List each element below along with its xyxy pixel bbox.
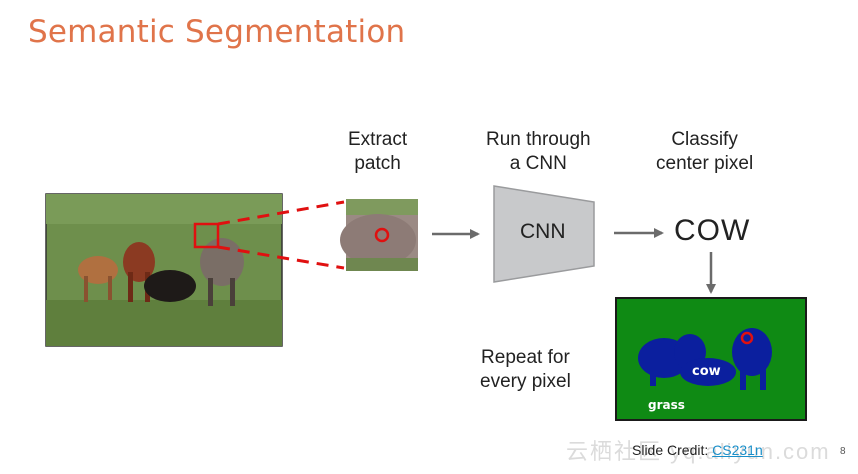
slide-title: Semantic Segmentation: [28, 14, 406, 50]
input-photo: [45, 193, 283, 347]
classify-label: Classify center pixel: [656, 129, 754, 174]
seg-grass-label: grass: [648, 398, 685, 412]
cnn-block: [493, 185, 595, 283]
center-pixel-marker: [374, 227, 390, 243]
repeat-label: Repeat for every pixel: [480, 347, 571, 392]
run-cnn-label: Run through a CNN: [486, 129, 591, 174]
credit-link[interactable]: CS231n: [712, 442, 763, 458]
cow-region: [680, 358, 736, 386]
cow-shape: [200, 238, 244, 286]
extracted-patch: [340, 199, 418, 271]
segmentation-pixel-marker: [740, 331, 754, 345]
class-output-label: COW: [674, 214, 751, 247]
extract-patch-label: Extract patch: [348, 129, 408, 174]
seg-cow-label: cow: [692, 364, 721, 379]
patch-selection-box: [193, 222, 220, 249]
watermark: 云栖社区 yq.aliyun.com: [566, 439, 831, 464]
credit-prefix: Slide Credit:: [632, 442, 713, 458]
cow-shape: [144, 270, 196, 302]
cnn-block-label: CNN: [520, 220, 566, 243]
segmentation-map: cow grass: [615, 297, 807, 421]
slide-credit: Slide Credit: CS231n: [632, 442, 763, 458]
zoom-line-top: [217, 200, 345, 226]
zoom-line-bottom: [217, 245, 345, 270]
page-number: 8: [840, 446, 846, 457]
